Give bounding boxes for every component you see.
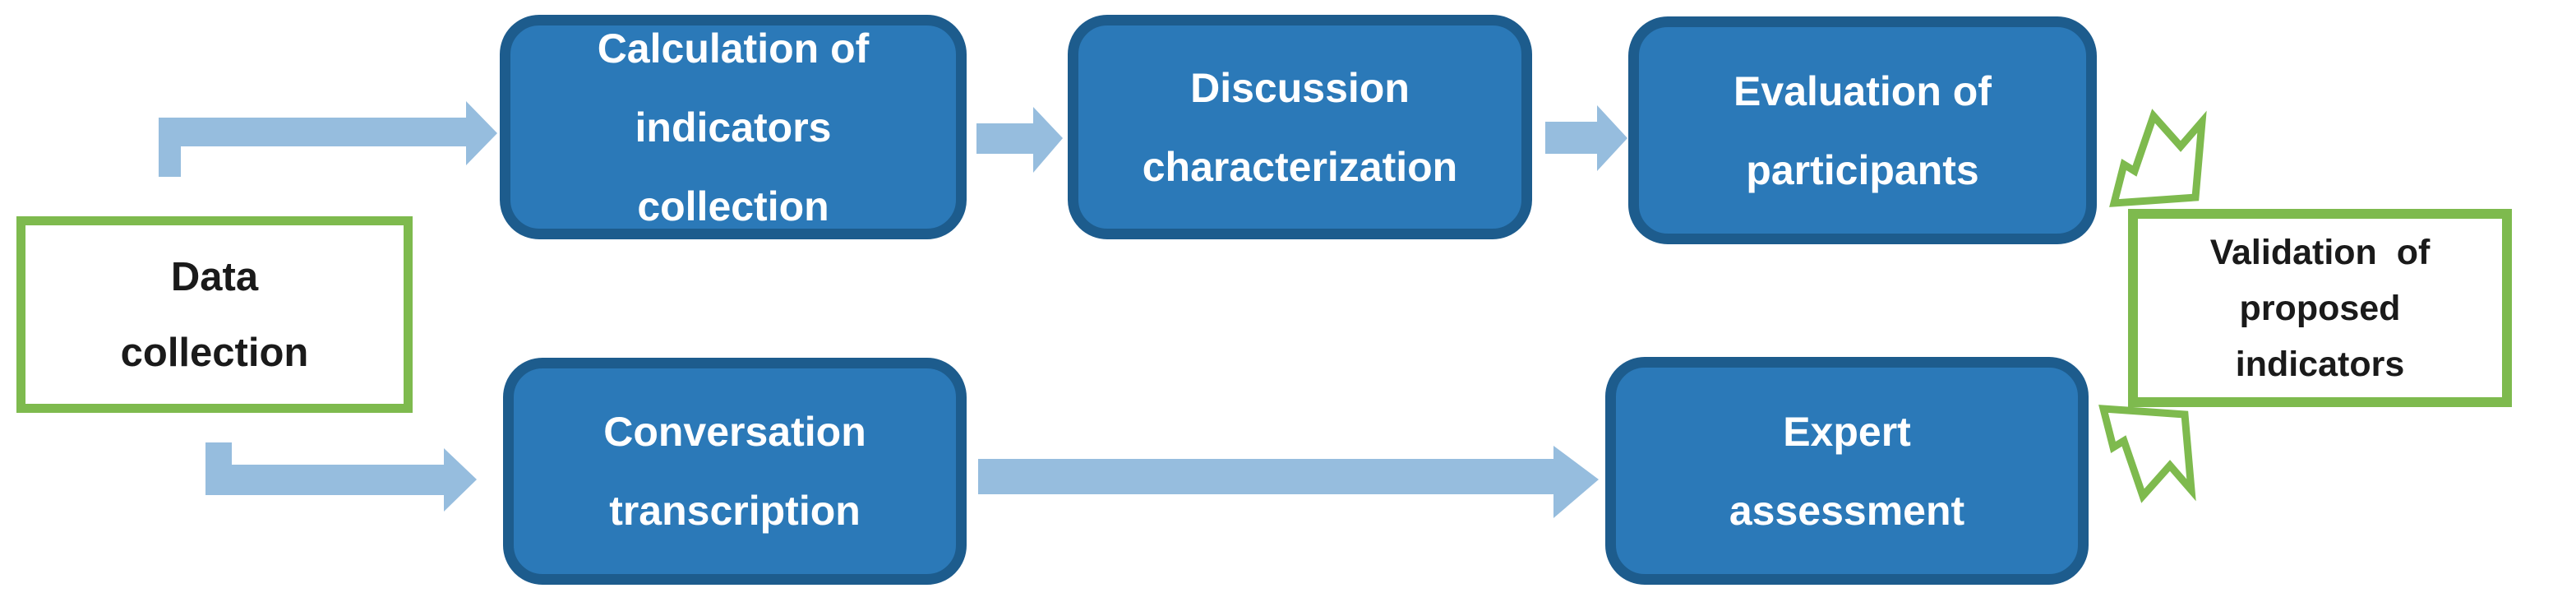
node-label-line: Evaluation of [1733, 67, 1992, 114]
elbow-arrow-data-to-calculation-icon [159, 101, 497, 177]
node-data-collection: Data collection [16, 216, 413, 413]
node-evaluation-of-participants: Evaluation of participants [1628, 16, 2097, 244]
node-label-line: Calculation of [597, 25, 870, 72]
node-discussion-characterization: Discussion characterization [1068, 15, 1532, 239]
green-arrow-expert-to-validation-icon [2098, 405, 2196, 503]
node-label-line: Discussion [1190, 64, 1410, 111]
node-label-line: Data [170, 254, 259, 299]
node-label-line: transcription [609, 488, 861, 534]
node-label-line: indicators [635, 104, 832, 150]
node-label-line: Validation of [2209, 232, 2431, 272]
green-arrow-evaluation-to-validation-icon [2109, 109, 2207, 207]
node-label-line: collection [637, 183, 829, 229]
elbow-arrow-data-to-conversation-icon [205, 442, 477, 512]
node-label-line: participants [1746, 146, 1979, 193]
node-expert-assessment: Expert assessment [1605, 357, 2089, 585]
node-label-line: Expert [1783, 408, 1911, 455]
node-label-line: Conversation [603, 409, 866, 455]
node-label-line: proposed [2239, 288, 2401, 328]
node-label-line: assessment [1729, 487, 1965, 534]
node-label-line: indicators [2235, 344, 2405, 384]
node-conversation-transcription: Conversation transcription [503, 358, 967, 585]
arrow-conversation-to-expert-icon [978, 446, 1599, 518]
node-validation-of-proposed-indicators: Validation of proposed indicators [2128, 209, 2512, 407]
node-calculation-of-indicators-collection: Calculation of indicators collection [500, 15, 967, 239]
arrow-calculation-to-discussion-icon [976, 107, 1063, 173]
node-label-line: characterization [1142, 143, 1458, 190]
arrow-discussion-to-evaluation-icon [1545, 105, 1627, 171]
node-label-line: collection [120, 330, 309, 375]
